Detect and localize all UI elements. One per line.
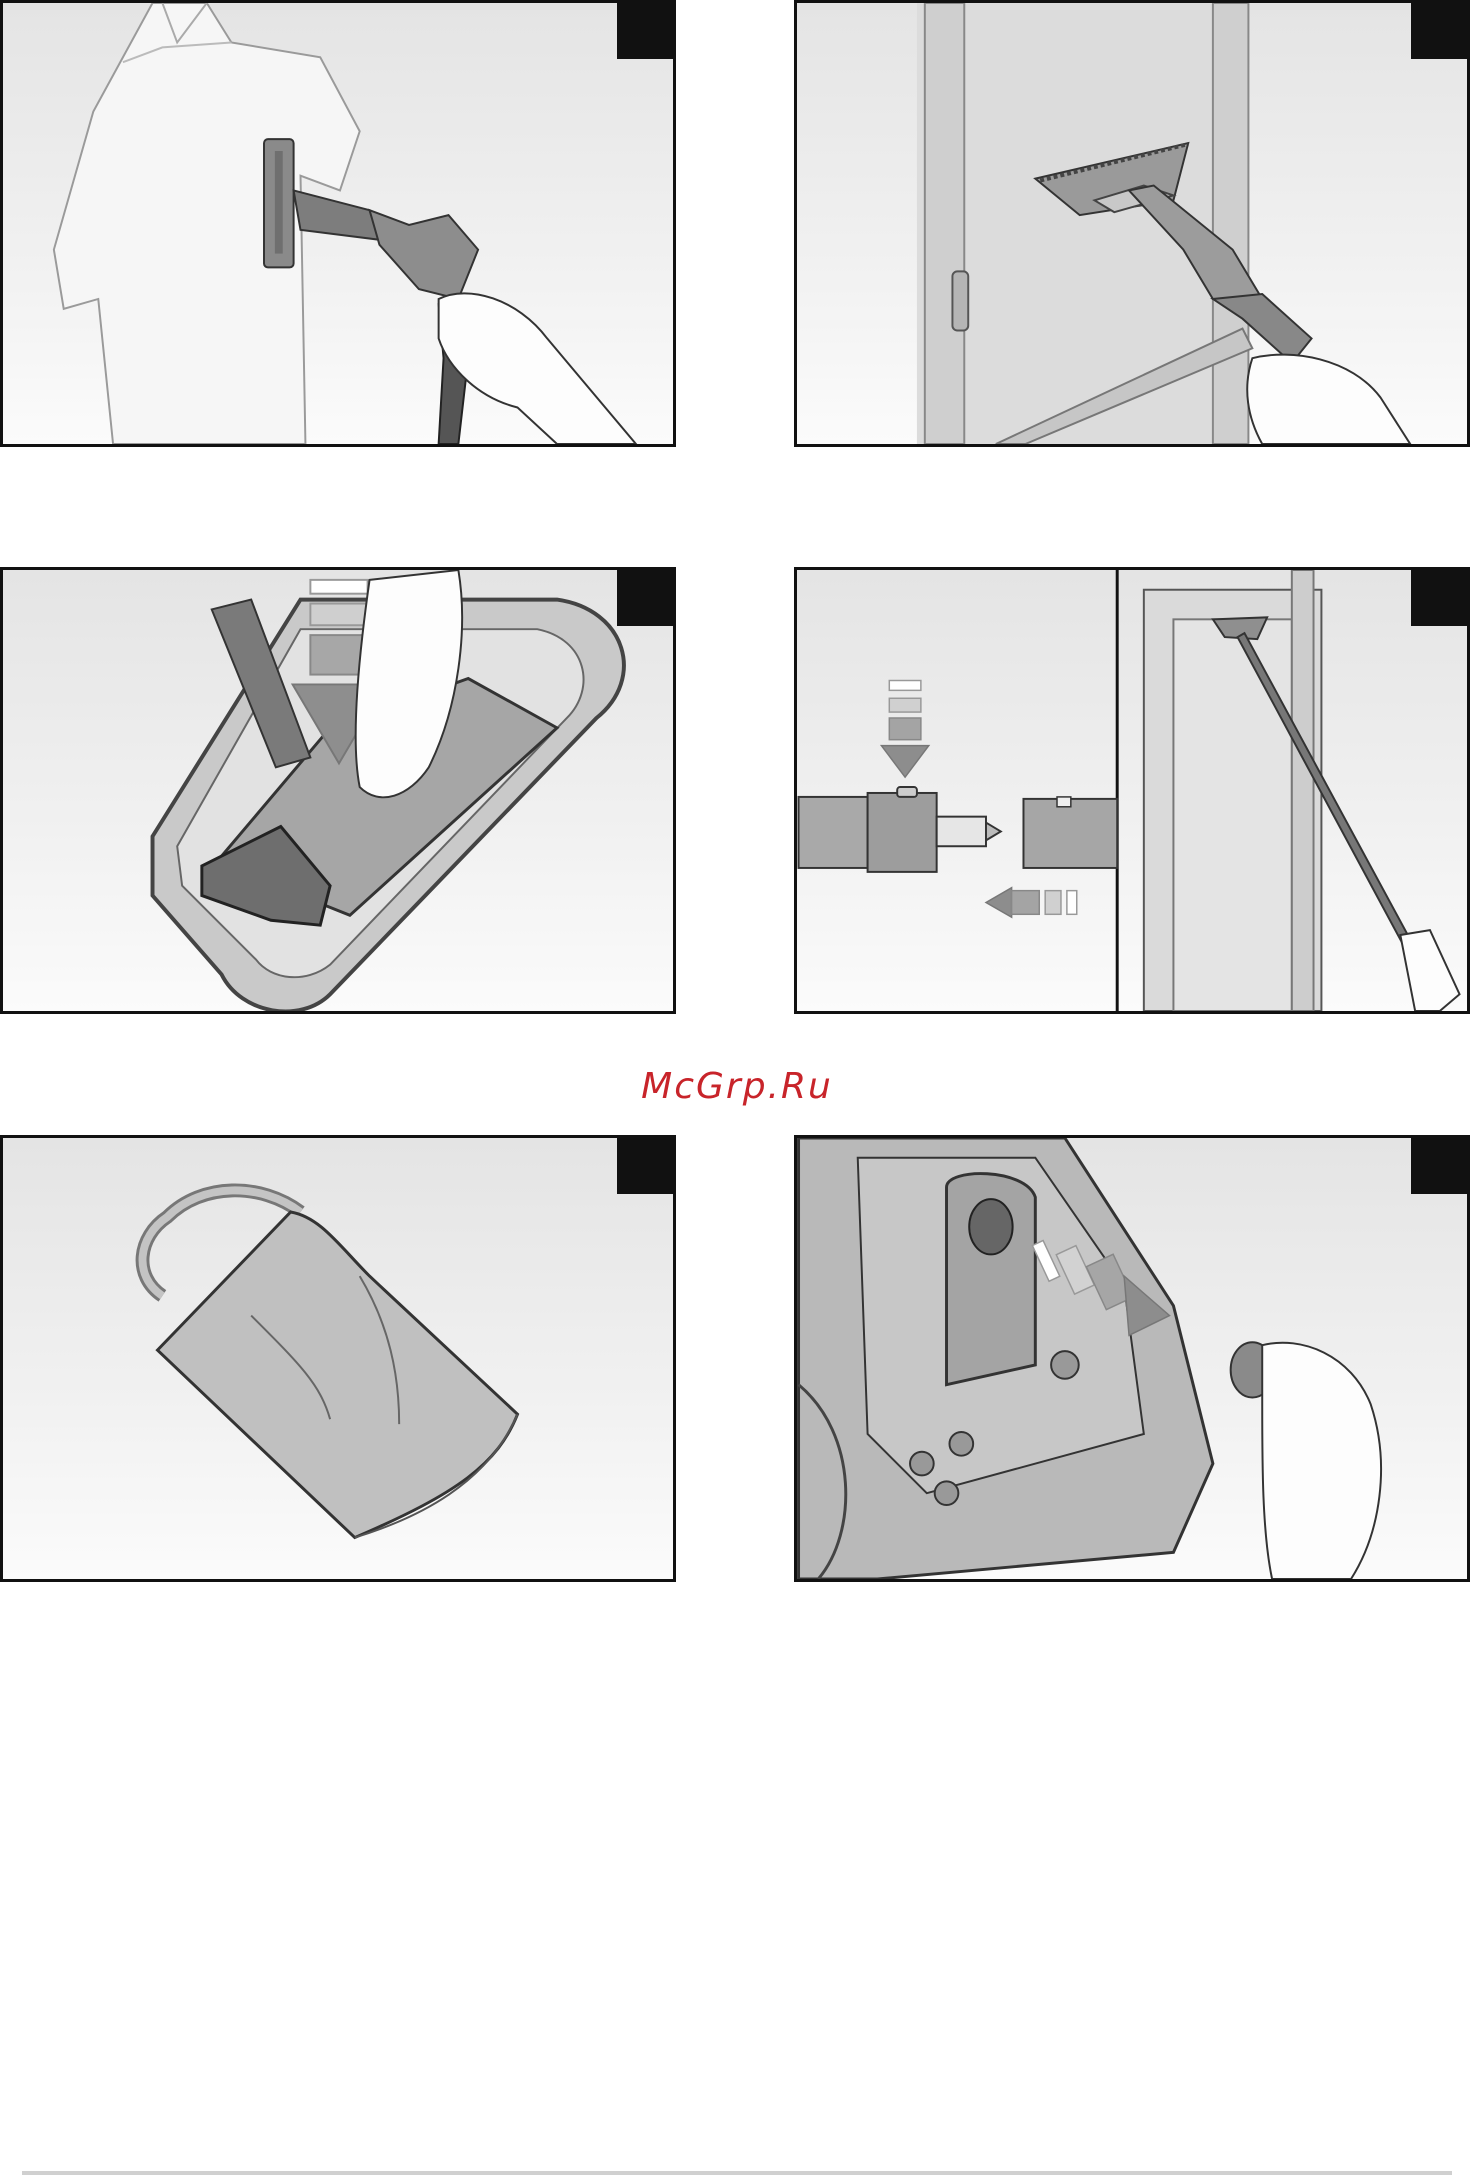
extension-tube-illustration	[797, 570, 1467, 1011]
safety-cap-illustration	[797, 1138, 1467, 1579]
panel-shirt-steaming	[0, 0, 676, 447]
panel-window-steaming	[794, 0, 1470, 447]
window-frame-cleaning-scene	[1144, 570, 1460, 1011]
panel-safety-cap-removal	[794, 1135, 1470, 1582]
panel-cloth-bag	[0, 1135, 676, 1582]
cloth-bag-illustration	[3, 1138, 673, 1579]
watermark: McGrp.Ru	[0, 1066, 1474, 1107]
panel-floor-nozzle-cloth-attach	[0, 567, 676, 1014]
window-steaming-illustration	[797, 3, 1467, 444]
tube-connection-detail	[799, 680, 1118, 917]
footer-rule	[22, 2171, 1452, 2175]
floor-nozzle-cloth-illustration	[3, 570, 673, 1011]
panel-extension-tube-connect	[794, 567, 1470, 1014]
shirt-steaming-illustration	[3, 3, 673, 444]
